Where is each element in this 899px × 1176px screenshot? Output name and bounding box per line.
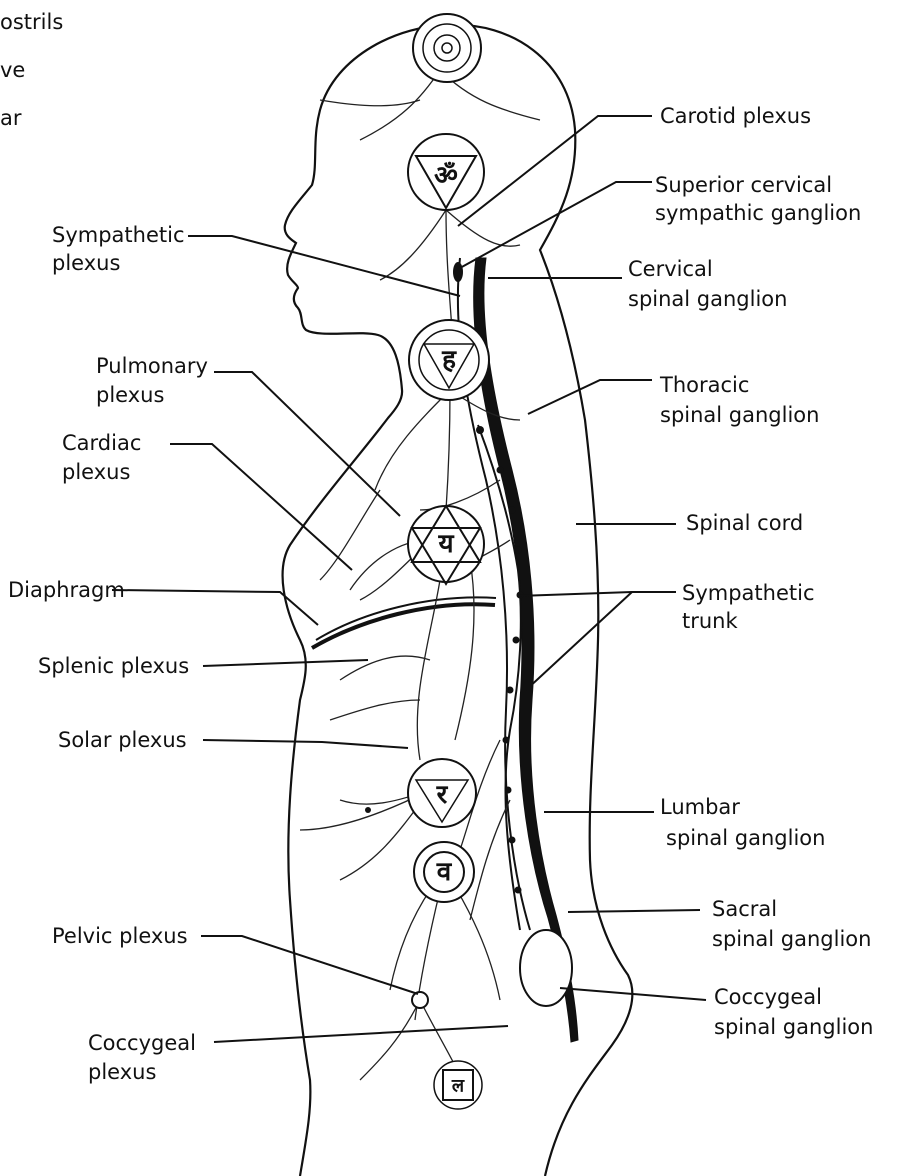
leader-lines — [112, 116, 706, 1042]
label-cervical-1: Cervical — [628, 257, 713, 281]
label-superior-cervical-1: Superior cervical — [655, 173, 832, 197]
label-cardiac-2: plexus — [62, 460, 130, 484]
leader-solar — [203, 740, 408, 748]
anahata-glyph: य — [437, 529, 454, 559]
leader-cardiac — [170, 444, 352, 570]
leader-superior-cervical — [460, 182, 652, 268]
diaphragm-curve — [312, 604, 495, 648]
spinal-cord — [474, 258, 578, 1042]
anahata-chakra-icon: य — [408, 506, 484, 584]
manipura-chakra-icon: र — [408, 759, 476, 827]
leader-pelvic — [201, 936, 418, 994]
fragment-2: ve — [0, 58, 25, 82]
crown-chakra-icon — [413, 14, 481, 82]
fragment-1: ostrils — [0, 10, 63, 34]
leader-sacral — [568, 910, 700, 912]
leader-sympathetic-plexus — [188, 236, 460, 296]
label-spinal-cord: Spinal cord — [686, 511, 803, 535]
label-sympathetic-plexus-1: Sympathetic — [52, 223, 185, 247]
label-sacral-1: Sacral — [712, 897, 777, 921]
label-pulmonary-2: plexus — [96, 383, 164, 407]
sacral-ganglion-oval — [520, 930, 572, 1006]
label-diaphragm: Diaphragm — [8, 578, 125, 602]
manipura-glyph: र — [436, 780, 449, 810]
vishuddha-chakra-icon: ह — [409, 320, 489, 400]
label-coccygeal-spinal-1: Coccygeal — [714, 985, 822, 1009]
leader-thoracic — [528, 380, 652, 414]
ajna-chakra-icon: ॐ — [408, 134, 484, 210]
label-coccygeal-plexus-2: plexus — [88, 1060, 156, 1084]
label-solar-plexus: Solar plexus — [58, 728, 187, 752]
svadhisthana-glyph: व — [436, 857, 453, 887]
ajna-glyph: ॐ — [434, 161, 458, 191]
leader-carotid — [458, 116, 652, 226]
leader-trunk-b — [526, 592, 632, 690]
muladhara-chakra-icon: ल — [434, 1061, 482, 1109]
svadhisthana-chakra-icon: व — [414, 842, 474, 902]
label-thoracic-2: spinal ganglion — [660, 403, 819, 427]
label-pulmonary-1: Pulmonary — [96, 354, 208, 378]
leader-coccygeal-plexus — [214, 1026, 508, 1042]
leader-splenic — [203, 660, 368, 666]
vishuddha-glyph: ह — [441, 345, 457, 375]
label-sympathetic-trunk-2: trunk — [682, 609, 738, 633]
muladhara-glyph: ल — [451, 1076, 465, 1097]
label-thoracic-1: Thoracic — [659, 373, 749, 397]
label-pelvic-plexus: Pelvic plexus — [52, 924, 188, 948]
label-sacral-2: spinal ganglion — [712, 927, 871, 951]
label-superior-cervical-2: sympathic ganglion — [655, 201, 861, 225]
label-cervical-2: spinal ganglion — [628, 287, 787, 311]
fragment-3: ar — [0, 106, 22, 130]
label-coccygeal-spinal-2: spinal ganglion — [714, 1015, 873, 1039]
leader-pulmonary — [214, 372, 400, 516]
label-sympathetic-trunk-1: Sympathetic — [682, 581, 815, 605]
label-cardiac-1: Cardiac — [62, 431, 141, 455]
label-carotid-plexus: Carotid plexus — [660, 104, 811, 128]
label-coccygeal-plexus-1: Coccygeal — [88, 1031, 196, 1055]
label-lumbar-1: Lumbar — [660, 795, 740, 819]
label-lumbar-2: spinal ganglion — [666, 826, 825, 850]
label-splenic-plexus: Splenic plexus — [38, 654, 189, 678]
label-sympathetic-plexus-2: plexus — [52, 251, 120, 275]
